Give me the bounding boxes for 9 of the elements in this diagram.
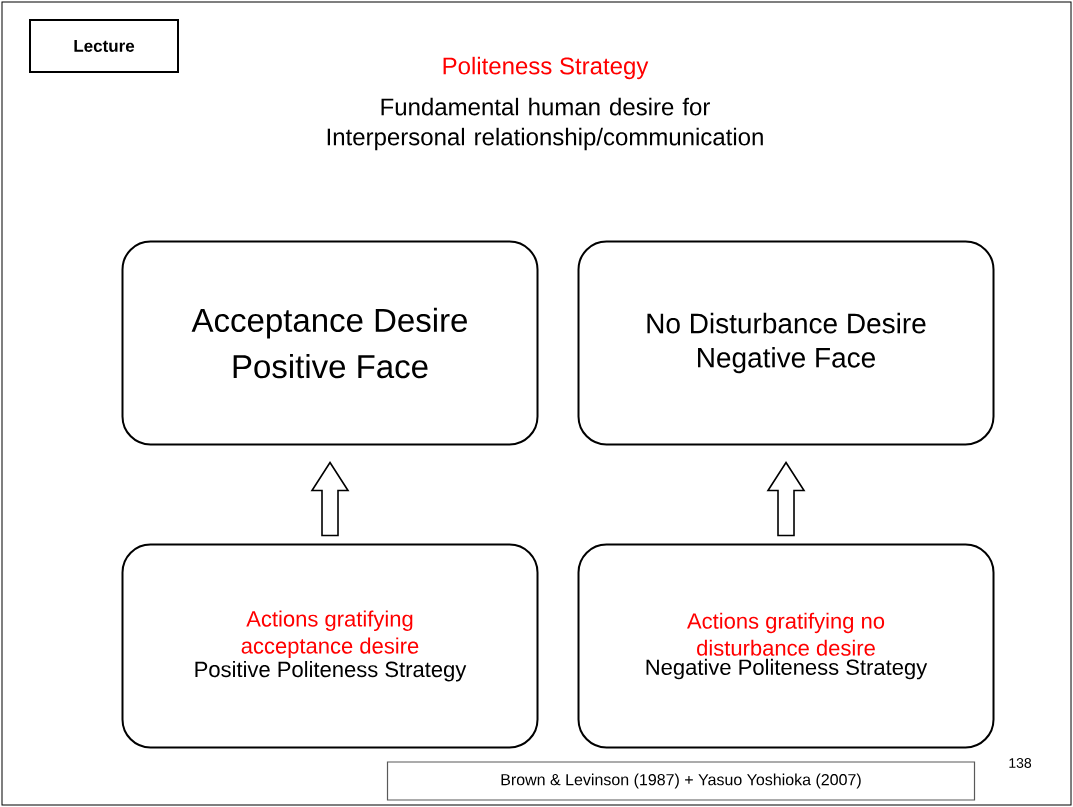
rounded-box: No Disturbance Desire Negative Face — [577, 240, 995, 446]
rounded-box: Actions gratifying acceptance desire Positive Politeness Strategy — [121, 543, 539, 749]
rounded-box: Actions gratifying no disturbance desire Negative Politeness Strategy — [577, 543, 995, 749]
rounded-box: Acceptance Desire Positive Face — [121, 240, 539, 446]
subtitle: Fundamental human desire for Interpersonal relationship/communication — [327, 97, 763, 151]
page-number: 138 — [1009, 758, 1032, 768]
citation-box: Brown & Levinson (1987) + Yasuo Yoshioka (2007) — [386, 761, 976, 801]
tag-box: Lecture — [29, 19, 179, 73]
title: Politeness Strategy — [443, 56, 649, 80]
